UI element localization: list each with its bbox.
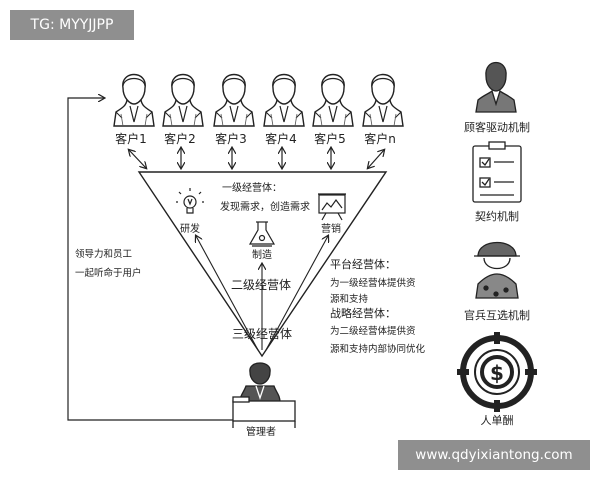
marketing-unit: 营销	[318, 193, 346, 235]
customer-2: 客户2	[162, 73, 204, 146]
strategy-block: 战略经营体： 为二级经营体提供资 源和支持内部协同优化	[330, 306, 426, 355]
manufacturing-unit: 制造	[248, 221, 276, 261]
person-icon	[312, 73, 354, 127]
customer-label: 客户1	[115, 131, 147, 146]
inverted-triangle	[137, 171, 388, 358]
double-arrow	[368, 150, 384, 168]
person-icon	[263, 73, 305, 127]
mechanism-label: 人单酬	[481, 414, 514, 427]
feedback-arrow	[67, 98, 236, 421]
platform-line: 为一级经营体提供资	[330, 277, 416, 289]
customer-arrows	[129, 148, 384, 168]
person-icon	[162, 73, 204, 127]
customer-n: 客户n	[362, 73, 404, 146]
strategy-title: 战略经营体：	[330, 306, 396, 320]
level2-label: 二级经营体	[231, 278, 291, 292]
level3-label: 三级经营体	[232, 327, 292, 341]
watermark-top: TG: MYYJJPP	[10, 10, 134, 40]
customer-label: 客户3	[215, 131, 247, 146]
left-note-line: 领导力和员工	[75, 248, 133, 260]
customer-5: 客户5	[312, 73, 354, 146]
feedback-loop	[67, 98, 236, 421]
checklist-icon	[472, 141, 522, 203]
unit-label: 研发	[180, 222, 200, 235]
customer-label: 客户n	[364, 131, 396, 146]
customer-label: 客户4	[265, 131, 297, 146]
level1-subtitle: 发现需求，创造需求	[220, 200, 310, 213]
customer-3: 客户3	[213, 73, 255, 146]
strategy-line: 为二级经营体提供资	[330, 325, 416, 337]
strategy-line: 源和支持内部协同优化	[330, 343, 426, 355]
manager-label: 管理者	[246, 425, 276, 438]
mechanism-soldier-selection: 官兵互选机制	[464, 242, 530, 322]
customer-1: 客户1	[113, 73, 155, 146]
platform-block: 平台经营体： 为一级经营体提供资 源和支持	[330, 257, 416, 305]
soldier-icon	[474, 242, 520, 299]
apex-arrows	[196, 236, 328, 351]
customer-label: 客户5	[314, 131, 346, 146]
person-icon	[362, 73, 404, 127]
mechanism-label: 契约机制	[475, 209, 519, 223]
presentation-board-icon	[318, 193, 346, 221]
unit-label: 制造	[252, 248, 272, 261]
flask-icon	[248, 221, 276, 247]
bust-icon	[475, 61, 517, 113]
lightbulb-icon	[176, 188, 204, 214]
left-note-line: 一起听命于用户	[75, 267, 142, 279]
platform-line: 源和支持	[330, 293, 369, 305]
mechanism-person-order-pay: $ 人单酬	[457, 332, 537, 427]
customer-4: 客户4	[263, 73, 305, 146]
level1-title: 一级经营体：	[222, 181, 282, 194]
person-icon	[113, 73, 155, 127]
unit-label: 营销	[321, 222, 341, 235]
customer-label: 客户2	[164, 131, 196, 146]
dollar-target-icon	[457, 332, 537, 412]
platform-title: 平台经营体：	[330, 257, 396, 271]
mechanism-contract: 契约机制	[472, 141, 522, 223]
mechanism-customer-driven: 顾客驱动机制	[464, 61, 530, 134]
rnd-unit: 研发	[176, 188, 204, 235]
double-arrow	[129, 150, 146, 168]
mechanism-label: 官兵互选机制	[464, 308, 530, 322]
dollar-sign-icon: $	[490, 361, 504, 385]
customers-row: 客户1 客户2 客户3 客户4 客户5 客户n	[113, 73, 404, 146]
arrow-to-marketing	[265, 236, 328, 351]
manager: 管理者	[232, 362, 296, 438]
arrow-to-rnd	[196, 236, 259, 351]
manager-desk-icon	[232, 362, 296, 428]
watermark-bottom: www.qdyixiantong.com	[398, 440, 590, 470]
mechanism-label: 顾客驱动机制	[464, 120, 530, 134]
person-icon	[213, 73, 255, 127]
